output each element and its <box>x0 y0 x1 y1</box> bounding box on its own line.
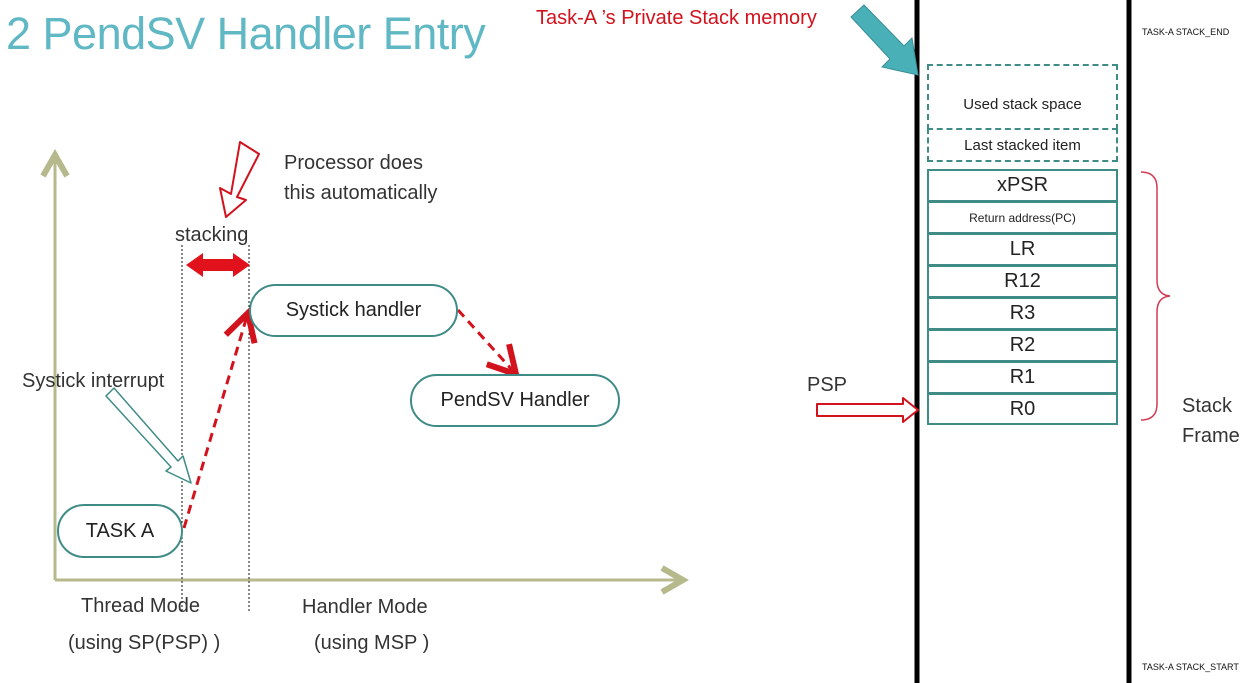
used-stack-space-cell: Used stack space <box>927 64 1118 130</box>
stack-cell-label: xPSR <box>996 174 1049 196</box>
stack-cell-r3: R3 <box>927 297 1118 330</box>
stack-start-label: TASK-A STACK_START <box>1142 662 1239 672</box>
thread-mode-sp-label: (using SP(PSP) ) <box>68 632 221 654</box>
task-a-label: TASK A <box>85 519 155 542</box>
stack-cell-label: R0 <box>1009 397 1036 420</box>
memory-title: Task-A ’s Private Stack memory <box>536 7 817 29</box>
psp-label: PSP <box>807 374 848 396</box>
stack-cell-label: R12 <box>1004 270 1041 292</box>
handler-mode-label: Handler Mode <box>302 596 428 618</box>
processor-note-line1: Processor does <box>284 152 423 174</box>
stack-cell-label: Return address(PC) <box>969 210 1076 225</box>
pendsv-handler-label: PendSV Handler <box>440 389 590 411</box>
pendsv-handler-node: PendSV Handler <box>410 374 620 427</box>
stack-frame-label-line2: Frame <box>1182 425 1240 447</box>
systick-interrupt-arrow-icon <box>105 387 192 484</box>
stack-cell-lr: LR <box>927 233 1118 266</box>
handler-mode-sp-label: (using MSP ) <box>314 632 430 654</box>
task-a-node: TASK A <box>57 504 183 558</box>
systick-handler-label: Systick handler <box>285 299 422 321</box>
processor-arrow-icon <box>219 141 260 218</box>
systick-to-pendsv-arrow <box>456 308 514 372</box>
stack-cell-xpsr: xPSR <box>927 169 1118 202</box>
stack-cell-label: R2 <box>1009 334 1036 356</box>
used-stack-space-label: Used stack space <box>963 95 1082 113</box>
stack-frame-label-line1: Stack <box>1182 395 1233 417</box>
stack-cell-label: LR <box>1009 238 1036 260</box>
stack-end-label: TASK-A STACK_END <box>1142 27 1230 37</box>
systick-interrupt-label: Systick interrupt <box>22 370 165 392</box>
stack-cell-label: R3 <box>1009 302 1036 324</box>
stack-cell-r1: R1 <box>927 361 1118 394</box>
last-stacked-item-label: Last stacked item <box>964 136 1081 154</box>
stack-cell-r12: R12 <box>927 265 1118 298</box>
stack-cell-r2: R2 <box>927 329 1118 362</box>
psp-arrow-icon <box>816 397 919 423</box>
processor-note-line2: this automatically <box>284 182 438 204</box>
thread-mode-label: Thread Mode <box>81 595 200 617</box>
stack-end-pointer-icon <box>850 4 919 76</box>
stacking-label: stacking <box>175 224 249 246</box>
stacking-double-arrow-icon <box>186 253 250 277</box>
stack-cell-label: R1 <box>1009 366 1036 388</box>
stack-cell-r0: R0 <box>927 393 1118 425</box>
last-stacked-item-cell: Last stacked item <box>927 128 1118 162</box>
stack-cell-return-address: Return address(PC) <box>927 201 1118 234</box>
task-to-systick-arrow <box>182 316 247 529</box>
slide-title: 2 PendSV Handler Entry <box>6 8 486 59</box>
stack-frame-brace <box>1140 171 1171 421</box>
systick-handler-node: Systick handler <box>249 284 458 337</box>
